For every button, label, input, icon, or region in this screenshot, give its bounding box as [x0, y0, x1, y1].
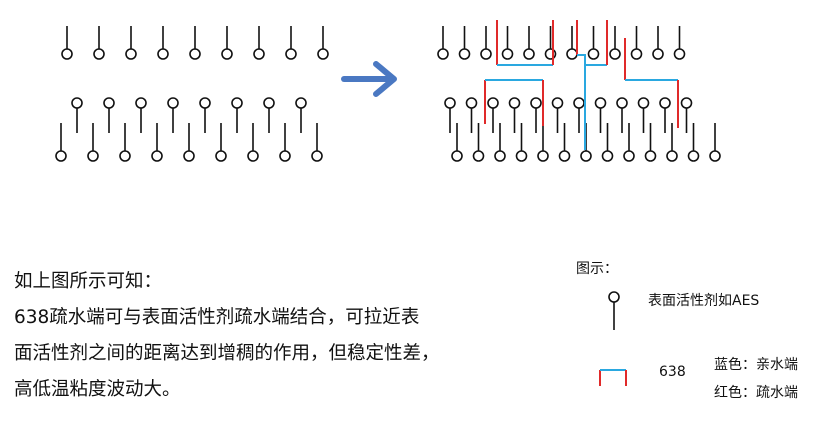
legend-aes-label: 表面活性剂如AES	[648, 293, 760, 309]
surfactant-molecule-icon	[135, 97, 147, 133]
surfactant-molecule-icon	[247, 123, 259, 162]
surfactant-molecule-icon	[666, 123, 678, 162]
surfactant-molecule-icon	[221, 26, 233, 60]
polymer-segment-icon	[577, 54, 586, 150]
surfactant-molecule-icon	[601, 123, 614, 162]
description-line: 如上图所示可知：	[14, 271, 163, 292]
surfactant-molecule-icon	[119, 123, 131, 162]
surfactant-molecule-icon	[199, 97, 211, 133]
description-line: 高低温粘度波动大。	[14, 379, 181, 400]
surfactant-molecule-icon	[709, 123, 721, 162]
surfactant-molecule-icon	[515, 123, 528, 162]
surfactant-molecule-icon	[157, 26, 169, 60]
surfactant-molecule-icon	[501, 26, 514, 60]
surfactant-molecule-icon	[317, 26, 329, 60]
legend-blue-label: 蓝色：亲水端	[714, 357, 798, 373]
surfactant-molecule-icon	[253, 26, 265, 60]
surfactant-molecule-icon	[215, 123, 227, 162]
surfactant-molecule-icon	[652, 26, 664, 60]
surfactant-molecule-icon	[566, 26, 578, 60]
surfactant-molecule-icon	[93, 26, 105, 60]
surfactant-molecule-icon	[103, 97, 115, 133]
surfactant-molecule-icon	[630, 26, 643, 60]
surfactant-molecule-icon	[587, 26, 600, 60]
legend-polymer-label: 638	[659, 364, 686, 380]
surfactant-molecule-icon	[508, 97, 521, 133]
surfactant-molecule-icon	[680, 97, 693, 133]
surfactant-molecule-icon	[61, 26, 73, 60]
before-panel	[55, 26, 329, 162]
surfactant-molecule-icon	[659, 97, 671, 133]
arrow-right-icon	[341, 61, 397, 97]
surfactant-molecule-icon	[609, 26, 621, 60]
surfactant-molecule-icon	[530, 97, 542, 133]
surfactant-molecule-icon	[594, 97, 607, 133]
surfactant-molecule-icon	[189, 26, 201, 60]
surfactant-molecule-icon	[480, 26, 492, 60]
surfactant-molecule-icon	[523, 26, 535, 60]
description: 如上图所示可知： 638疏水端可与表面活性剂疏水端结合，可拉近表 面活性剂之间的…	[14, 264, 554, 408]
polymer-638	[484, 20, 679, 150]
surfactant-molecule-icon	[623, 123, 635, 162]
surfactant-molecule-icon	[451, 123, 463, 162]
surfactant-molecule-icon	[311, 123, 323, 162]
surfactant-molecule-icon	[465, 97, 478, 133]
legend-red-label: 红色：疏水端	[714, 385, 798, 401]
surfactant-molecule-icon	[295, 97, 307, 133]
legend-surfactant-icon	[608, 291, 620, 330]
surfactant-molecule-icon	[279, 123, 291, 162]
surfactant-molecule-icon	[458, 26, 471, 60]
surfactant-molecule-icon	[537, 123, 549, 162]
surfactant-molecule-icon	[285, 26, 297, 60]
surfactant-molecule-icon	[87, 123, 99, 162]
surfactant-molecule-icon	[437, 26, 449, 60]
surfactant-molecule-icon	[687, 123, 700, 162]
surfactant-molecule-icon	[231, 97, 243, 133]
description-line: 面活性剂之间的距离达到增稠的作用，但稳定性差，	[14, 343, 440, 364]
legend-icons	[599, 291, 627, 386]
surfactant-molecule-icon	[494, 123, 506, 162]
description-line: 638疏水端可与表面活性剂疏水端结合，可拉近表	[14, 307, 420, 328]
surfactant-molecule-icon	[444, 97, 456, 133]
surfactant-molecule-icon	[573, 97, 585, 133]
surfactant-molecule-icon	[616, 97, 628, 133]
surfactant-molecule-icon	[558, 123, 571, 162]
surfactant-molecule-icon	[55, 123, 67, 162]
surfactant-molecule-icon	[673, 26, 686, 60]
surfactant-molecule-icon	[644, 123, 657, 162]
surfactant-molecule-icon	[183, 123, 195, 162]
surfactant-molecule-icon	[487, 97, 499, 133]
surfactant-molecule-icon	[71, 97, 83, 133]
legend-polymer-icon	[599, 369, 627, 386]
surfactant-molecule-icon	[472, 123, 485, 162]
surfactant-molecule-icon	[263, 97, 275, 133]
legend-title: 图示：	[576, 261, 618, 277]
surfactant-molecule-icon	[151, 123, 163, 162]
surfactant-molecule-icon	[637, 97, 650, 133]
surfactant-molecule-icon	[551, 97, 564, 133]
surfactant-molecule-icon	[167, 97, 179, 133]
after-panel	[437, 20, 721, 162]
surfactant-molecule-icon	[125, 26, 137, 60]
